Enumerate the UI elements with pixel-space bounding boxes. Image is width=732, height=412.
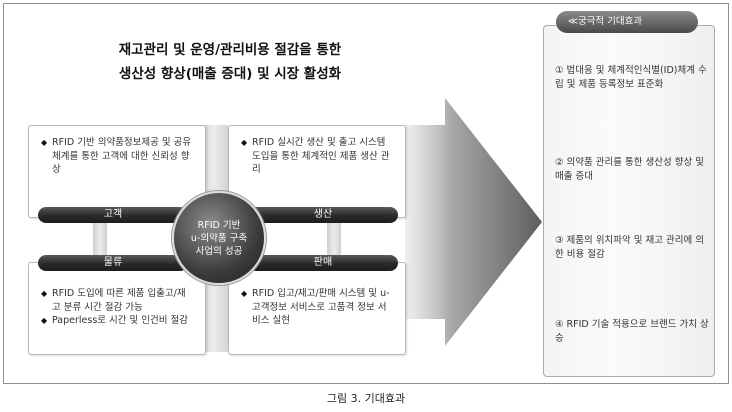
box-logistics: ◆RFID 도입에 따른 제품 입출고/재고 분류 시간 절감 가능 ◆Pape… (28, 262, 206, 355)
outcome-panel (543, 25, 715, 377)
big-arrow-shape (405, 98, 542, 346)
box-logistics-item-1: ◆RFID 도입에 따른 제품 입출고/재고 분류 시간 절감 가능 (41, 288, 186, 313)
outcome-3: ③ 제품의 위치파악 및 재고 관리에 의한 비용 절감 (555, 235, 704, 260)
box-production-item: ◆RFID 실시간 생산 및 출고 시스템 도입을 통한 체계적인 제품 생산 … (241, 137, 390, 175)
outcome-4: ④ RFID 기술 적용으로 브랜드 가치 상승 (555, 319, 709, 344)
box-sales: ◆RFID 입고/재고/판매 시스템 및 u-고객정보 서비스로 고품격 정보 … (228, 262, 406, 355)
headline-line-1: 재고관리 및 운영/관리비용 절감을 통한 (118, 42, 342, 58)
bar-logistics: 물류 (38, 255, 188, 271)
box-customer-item: ◆RFID 기반 의약품정보제공 및 공유 체계를 통한 고객에 대한 신뢰성 … (41, 137, 192, 175)
diamond-bullet-icon: ◆ (41, 289, 48, 298)
headline-line-2: 생산성 향상(매출 증대) 및 시장 활성화 (118, 66, 342, 82)
box-sales-item: ◆RFID 입고/재고/판매 시스템 및 u-고객정보 서비스로 고품격 정보 … (241, 288, 390, 326)
box-logistics-item-2: ◆Paperless로 시간 및 인건비 절감 (41, 315, 189, 326)
diamond-bullet-icon: ◆ (241, 289, 248, 298)
bar-sales: 판매 (248, 255, 398, 271)
outcome-panel-title: ≪궁극적 기대효과 (556, 11, 698, 33)
outcome-1: ① 법대응 및 체계적인식별(ID)체계 수립 및 제품 등록정보 표준화 (555, 65, 707, 90)
bar-customer: 고객 (38, 207, 188, 223)
connector-right (327, 222, 341, 258)
hub-line-2: u-의약품 구축 (190, 233, 248, 244)
figure-caption: 그림 3. 기대효과 (326, 392, 406, 405)
bar-production: 생산 (248, 207, 398, 223)
diamond-bullet-icon: ◆ (41, 316, 48, 325)
connector-left (93, 222, 107, 258)
hub-line-3: 사업의 성공 (195, 246, 243, 257)
headline: 재고관리 및 운영/관리비용 절감을 통한 생산성 향상(매출 증대) 및 시장… (80, 38, 380, 86)
outcome-2: ② 의약품 관리를 통한 생산성 향상 및 매출 증대 (555, 157, 704, 182)
diamond-bullet-icon: ◆ (241, 138, 248, 147)
hub-circle: RFID 기반 u-의약품 구축 사업의 성공 (172, 191, 266, 285)
box-customer: ◆RFID 기반 의약품정보제공 및 공유 체계를 통한 고객에 대한 신뢰성 … (28, 125, 206, 218)
hub-line-1: RFID 기반 (197, 220, 241, 231)
box-production: ◆RFID 실시간 생산 및 출고 시스템 도입을 통한 체계적인 제품 생산 … (228, 125, 406, 218)
diamond-bullet-icon: ◆ (41, 138, 48, 147)
